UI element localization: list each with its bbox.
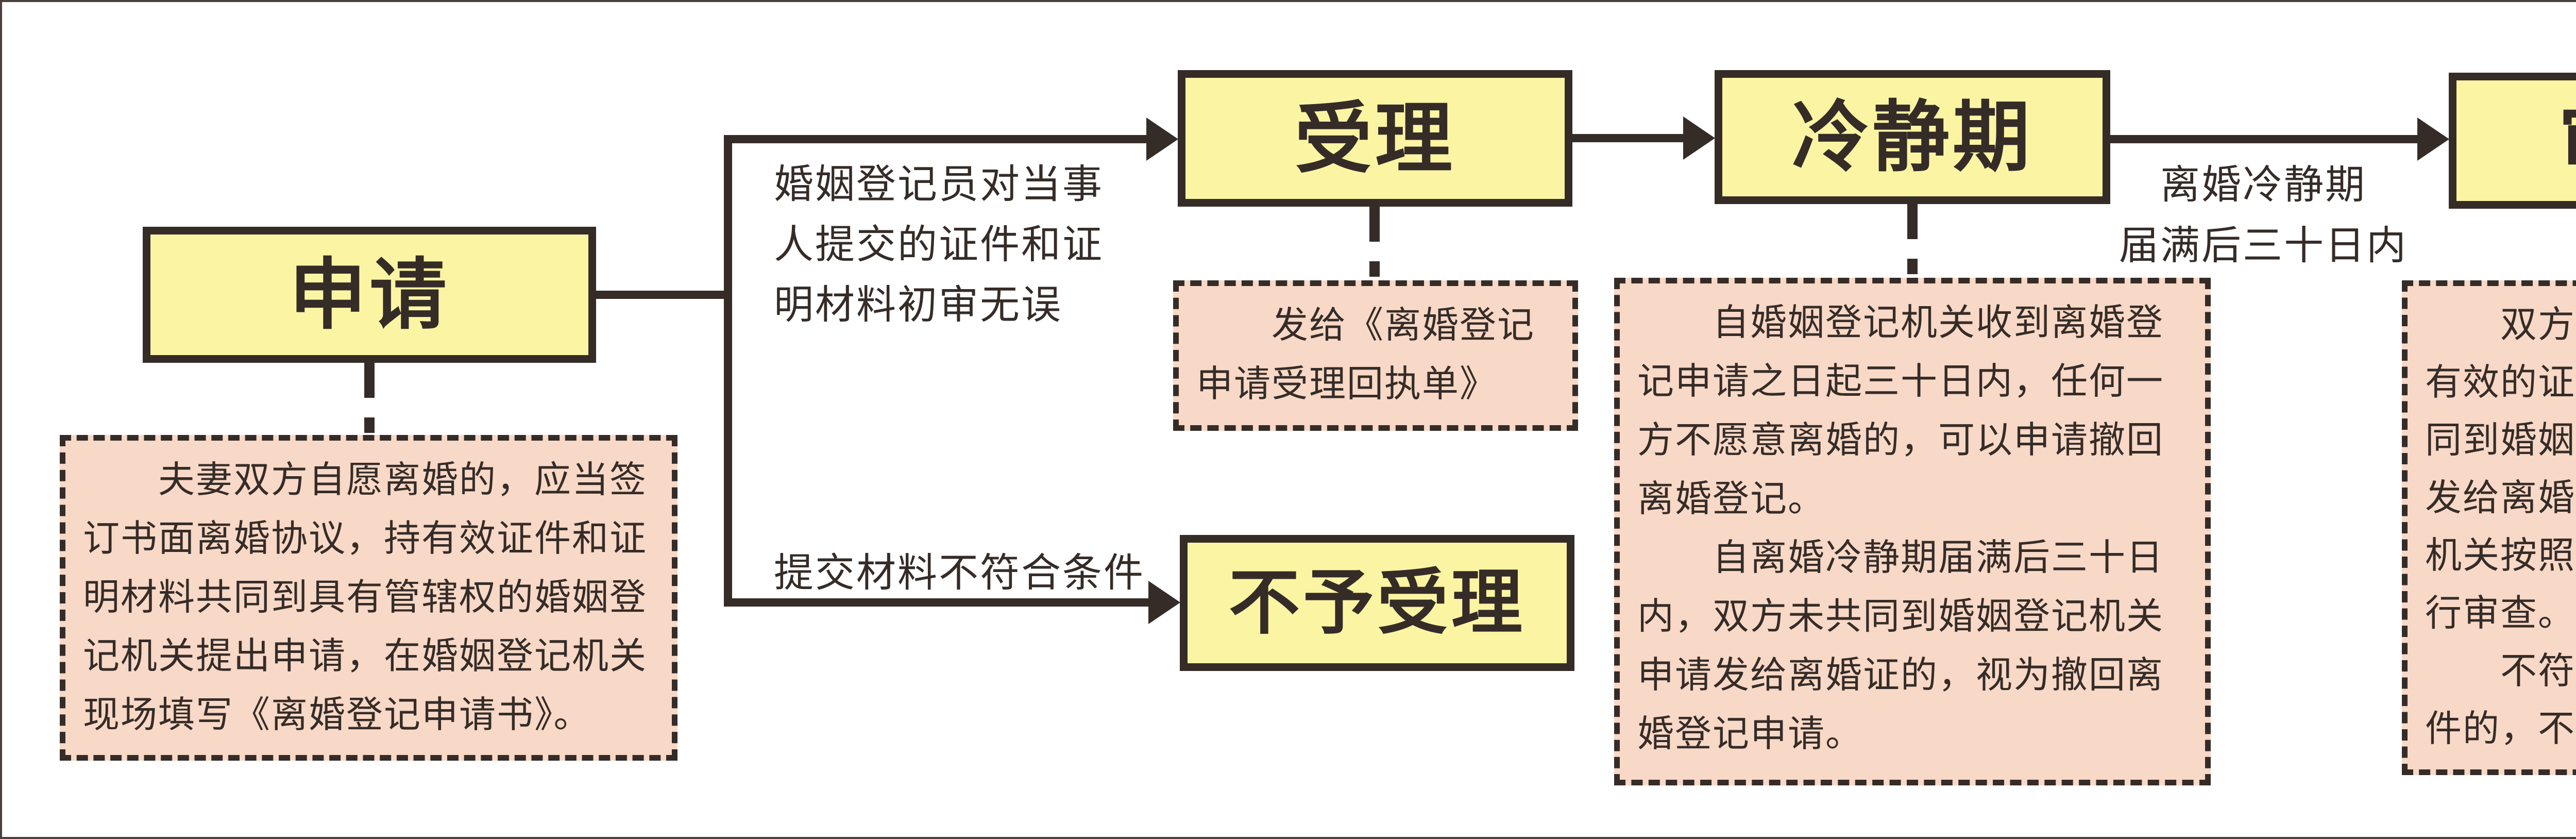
note-apply-details: 夫妻双方自愿离婚的，应当签 订书面离婚协议，持有效证件和证 明材料共同到具有管辖… bbox=[60, 435, 677, 761]
node-reject: 不予受理 bbox=[1180, 535, 1574, 671]
edge-label-initial-review-ok: 婚姻登记员对当事 人提交的证件和证 明材料初审无误 bbox=[774, 155, 1104, 335]
edge-label-cooling-deadline-line2: 届满后三十日内 bbox=[2119, 224, 2408, 268]
note-review-line1: 双方当事人持规定 bbox=[2500, 305, 2576, 345]
node-cooling-period: 冷静期 bbox=[1715, 70, 2110, 204]
note-cooling-line4: 离婚登记。 bbox=[1637, 479, 1826, 519]
edge-label-initial-review-ok-line1: 婚姻登记员对当事 bbox=[774, 162, 1104, 207]
note-cooling-line1: 自婚姻登记机关收到离婚登 bbox=[1637, 303, 2164, 343]
node-reject-label: 不予受理 bbox=[1228, 563, 1526, 643]
node-review-label: 审查 bbox=[2558, 102, 2576, 179]
note-apply-line2: 订书面离婚协议，持有效证件和证 bbox=[83, 518, 648, 559]
arrowhead-to-cooling bbox=[1683, 116, 1715, 160]
note-accept-receipt: 发给《离婚登记 申请受理回执单》 bbox=[1173, 280, 1578, 431]
note-accept-line2: 申请受理回执单》 bbox=[1196, 364, 1498, 405]
node-cooling-period-label: 冷静期 bbox=[1791, 94, 2033, 180]
node-accept-label: 受理 bbox=[1294, 95, 1455, 182]
note-review-line2: 有效的证件和材料，共 bbox=[2425, 362, 2576, 403]
note-cooling-line6: 内，双方未共同到婚姻登记机关 bbox=[1637, 596, 2164, 637]
note-apply-line3: 明材料共同到具有管辖权的婚姻登 bbox=[83, 577, 648, 618]
arrowhead-to-review bbox=[2417, 118, 2449, 161]
note-cooling-line7: 申请发给离婚证的，视为撤回离 bbox=[1637, 655, 2164, 696]
note-review-line4: 发给离婚证。婚姻登记 bbox=[2425, 478, 2576, 518]
note-review-line5: 机关按照规定的程序进 bbox=[2425, 535, 2576, 576]
note-accept-line1: 发给《离婚登记 bbox=[1196, 305, 1535, 346]
edge-label-initial-review-ok-line2: 人提交的证件和证 bbox=[774, 223, 1104, 267]
note-cooling-line8: 婚登记申请。 bbox=[1637, 714, 1863, 754]
note-cooling-line2: 记申请之日起三十日内，任何一 bbox=[1637, 361, 2164, 402]
node-accept: 受理 bbox=[1178, 70, 1572, 207]
note-cooling-line5: 自离婚冷静期届满后三十日 bbox=[1637, 538, 2164, 578]
node-apply-label: 申请 bbox=[289, 251, 450, 338]
note-apply-line1: 夫妻双方自愿离婚的，应当签 bbox=[83, 460, 648, 500]
edge-label-initial-review-ok-line3: 明材料初审无误 bbox=[774, 283, 1062, 327]
node-review: 审查 bbox=[2449, 73, 2576, 209]
node-apply: 申请 bbox=[143, 227, 596, 363]
note-cooling-line3: 方不愿意离婚的，可以申请撤回 bbox=[1637, 420, 2164, 461]
arrowhead-to-reject bbox=[1148, 581, 1180, 624]
note-apply-line5: 现场填写《离婚登记申请书》。 bbox=[83, 695, 591, 735]
note-cooling-period-rules: 自婚姻登记机关收到离婚登 记申请之日起三十日内，任何一 方不愿意离婚的，可以申请… bbox=[1614, 278, 2211, 785]
edge-label-materials-not-qualified: 提交材料不符合条件 bbox=[774, 551, 1145, 595]
edge-label-cooling-deadline-line1: 离婚冷静期 bbox=[2160, 163, 2366, 207]
arrowhead-to-accept bbox=[1146, 118, 1178, 161]
note-review-line7: 不符合离婚登记条 bbox=[2500, 651, 2576, 692]
note-apply-line4: 记机关提出申请，在婚姻登记机关 bbox=[83, 636, 648, 677]
edge-label-cooling-deadline: 离婚冷静期 届满后三十日内 bbox=[2112, 155, 2414, 276]
note-review-line6: 行审查。 bbox=[2425, 593, 2576, 634]
note-review-line8: 件的，不予办理。 bbox=[2425, 709, 2576, 749]
